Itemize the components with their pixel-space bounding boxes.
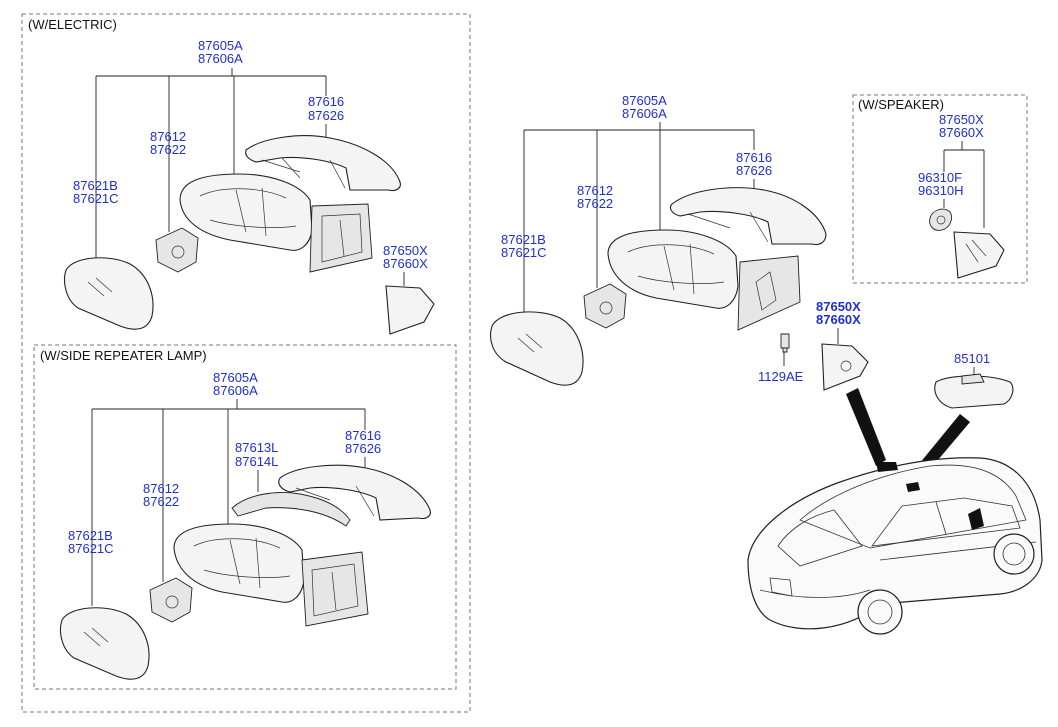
m-actuator-label-2: 87622: [577, 196, 613, 211]
e-assy-label-2: 87606A: [198, 51, 243, 66]
speaker-section-box: [852, 94, 1028, 284]
e-actuator-label-2: 87622: [150, 142, 186, 157]
r-assy-label-1: 87605A: [213, 370, 258, 385]
repeater-section-box: [33, 344, 457, 690]
e-assy-label-1: 87605A: [198, 38, 243, 53]
m-assy-label-1: 87605A: [622, 93, 667, 108]
vehicle-inside-mirror-marker: [876, 462, 898, 472]
e-inner-plate: [309, 203, 373, 273]
e-mirror-glass: [63, 257, 154, 330]
e-mirror-cover: [245, 135, 401, 192]
vehicle-rear-window: [777, 509, 863, 567]
vehicle-front-wheel: [993, 533, 1035, 575]
e-glass-label-2: 87621C: [73, 191, 119, 206]
r-lamp-label-1: 87613L: [235, 440, 278, 455]
m-actuator-label-1: 87612: [577, 183, 613, 198]
m-inner-label-1: 87650X: [816, 299, 861, 314]
m-inner-plate: [737, 255, 801, 331]
e-mirror-housing: [179, 173, 313, 251]
m-mirror-cover: [669, 187, 827, 246]
m-cover-label-1: 87616: [736, 150, 772, 165]
s-inner-label-1: 87650X: [939, 112, 984, 127]
e-inner-label-1: 87650X: [383, 243, 428, 258]
m-glass-label-1: 87621B: [501, 232, 546, 247]
speaker-group: 87650X 87660X 96310F 96310H: [918, 112, 1005, 279]
m-screw-label: 1129AE: [758, 369, 804, 384]
e-cover-label-1: 87616: [308, 94, 344, 109]
s-speaker-label-1: 96310F: [918, 170, 962, 185]
r-actuator: [149, 577, 193, 623]
e-actuator-label-1: 87612: [150, 129, 186, 144]
inside-mirror-label: 85101: [954, 351, 990, 366]
m-inner-label-2: 87660X: [816, 312, 861, 327]
electric-section-title: (W/ELECTRIC): [28, 17, 117, 32]
m-glass-label-2: 87621C: [501, 245, 547, 260]
r-inner-plate: [301, 551, 369, 627]
r-assy-leader: [91, 399, 366, 606]
m-assy-label-2: 87606A: [622, 106, 667, 121]
r-glass-label-1: 87621B: [68, 528, 113, 543]
e-glass-label-1: 87621B: [73, 178, 118, 193]
r-repeater-lamp: [231, 492, 351, 527]
r-glass-label-2: 87621C: [68, 541, 114, 556]
s-inner-cover: [953, 231, 1005, 279]
s-speaker-label-2: 96310H: [918, 183, 964, 198]
s-speaker: [929, 208, 953, 231]
e-cover-label-2: 87626: [308, 108, 344, 123]
callout-arrow-inner-cover: [846, 388, 886, 466]
r-cover-label-1: 87616: [345, 428, 381, 443]
e-assy-leader: [95, 68, 327, 262]
e-inner-label-2: 87660X: [383, 256, 428, 271]
m-screw: [780, 333, 790, 353]
vehicle-side-windows: [871, 497, 1021, 547]
m-actuator: [583, 283, 627, 329]
repeater-section-title: (W/SIDE REPEATER LAMP): [40, 348, 207, 363]
vehicle-group: 85101: [747, 351, 1043, 635]
speaker-section-title: (W/SPEAKER): [858, 97, 944, 112]
inside-mirror-stem: [961, 373, 985, 385]
r-actuator-label-2: 87622: [143, 494, 179, 509]
s-inner-leader: [943, 141, 985, 228]
s-inner-label-2: 87660X: [939, 125, 984, 140]
m-mirror-housing: [607, 229, 739, 309]
main-group: 87605A 87606A 87616 87626 87612 87622 87…: [489, 93, 869, 391]
e-actuator: [155, 227, 199, 273]
r-lamp-label-2: 87614L: [235, 454, 278, 469]
vehicle-rear-wheel: [857, 589, 903, 635]
e-inner-cover: [385, 285, 435, 335]
electric-group: 87605A 87606A 87616 87626 87612 87622 87…: [63, 38, 435, 335]
m-assy-leader: [523, 122, 755, 318]
r-cover-label-2: 87626: [345, 441, 381, 456]
electric-section-box: [21, 13, 471, 713]
m-inner-cover: [821, 343, 869, 391]
vehicle-roof: [799, 464, 1027, 549]
vehicle-sensor-marker: [906, 482, 920, 492]
r-mirror-glass: [59, 607, 150, 680]
vehicle-mirror-marker: [968, 508, 984, 530]
r-actuator-label-1: 87612: [143, 481, 179, 496]
r-mirror-cover: [278, 464, 431, 521]
repeater-group: 87605A 87606A 87616 87626 87613L 87614L …: [59, 370, 431, 680]
m-cover-label-2: 87626: [736, 163, 772, 178]
r-assy-label-2: 87606A: [213, 383, 258, 398]
m-mirror-glass: [489, 311, 584, 386]
r-mirror-housing: [173, 523, 305, 603]
